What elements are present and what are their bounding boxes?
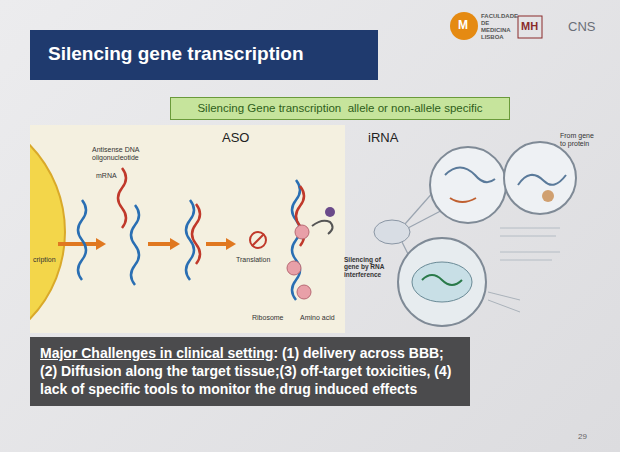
part-label: Amino acid	[300, 314, 335, 322]
rna-strand	[445, 168, 495, 183]
protein	[542, 190, 554, 202]
block-symbol	[250, 232, 266, 248]
slide-title: Silencing gene transcription	[48, 43, 304, 65]
text-lines	[500, 228, 560, 260]
process-arrow	[58, 242, 96, 246]
cell-nucleus	[30, 125, 65, 333]
part-label: Translation	[236, 256, 270, 264]
cell-inner	[412, 262, 472, 302]
panel-label: ASO	[222, 131, 249, 146]
title-band	[30, 30, 378, 80]
part-label: From gene to protein	[560, 132, 600, 148]
part-label: cription	[33, 256, 56, 264]
challenges-box: Major Challenges in clinical setting: (1…	[30, 337, 470, 406]
ribosome	[295, 225, 309, 239]
arrow-head	[170, 238, 180, 250]
box-heading: Major Challenges in clinical setting	[40, 345, 273, 361]
mrna-strand	[292, 180, 300, 300]
ribosome	[297, 285, 311, 299]
aso-strand	[118, 168, 126, 228]
page-number: 29	[578, 432, 587, 441]
logo-text: CNS	[568, 20, 595, 35]
logo-letter: M	[458, 19, 468, 33]
process-arrow	[148, 242, 170, 246]
amino-acid	[325, 207, 335, 217]
rna-strand	[450, 198, 476, 202]
aso-strand	[192, 204, 200, 264]
logo-frame	[518, 16, 542, 38]
aso-panel	[30, 125, 345, 333]
magnified-view	[398, 238, 486, 326]
part-label: mRNA	[96, 172, 117, 180]
logo-text: MH	[521, 20, 538, 33]
mrna-strand	[131, 205, 139, 285]
mrna-strand	[78, 200, 86, 280]
part-label: Ribosome	[252, 314, 284, 322]
text-lines	[488, 292, 520, 312]
magnified-view	[504, 142, 576, 214]
process-arrow	[206, 242, 226, 246]
block-symbol	[252, 234, 264, 246]
rna-strand	[422, 275, 462, 285]
part-label: Antisense DNA oligonucleotide	[92, 146, 152, 162]
arrow-head	[96, 238, 106, 250]
panel-label: iRNA	[368, 131, 398, 146]
box-text: Silencing Gene transcription allele or n…	[197, 102, 482, 114]
magnified-view	[430, 147, 506, 223]
logo-circle	[450, 12, 478, 40]
subtitle-box: Silencing Gene transcription allele or n…	[170, 97, 510, 120]
ribosome	[287, 261, 301, 275]
arrow-head	[226, 238, 236, 250]
amino-chain	[312, 221, 333, 234]
part-label: Silencing of gene by RNA interference	[344, 256, 394, 278]
rna-strand	[518, 175, 566, 185]
logo-text: FACULDADE DE MEDICINA LISBOA	[481, 13, 517, 41]
